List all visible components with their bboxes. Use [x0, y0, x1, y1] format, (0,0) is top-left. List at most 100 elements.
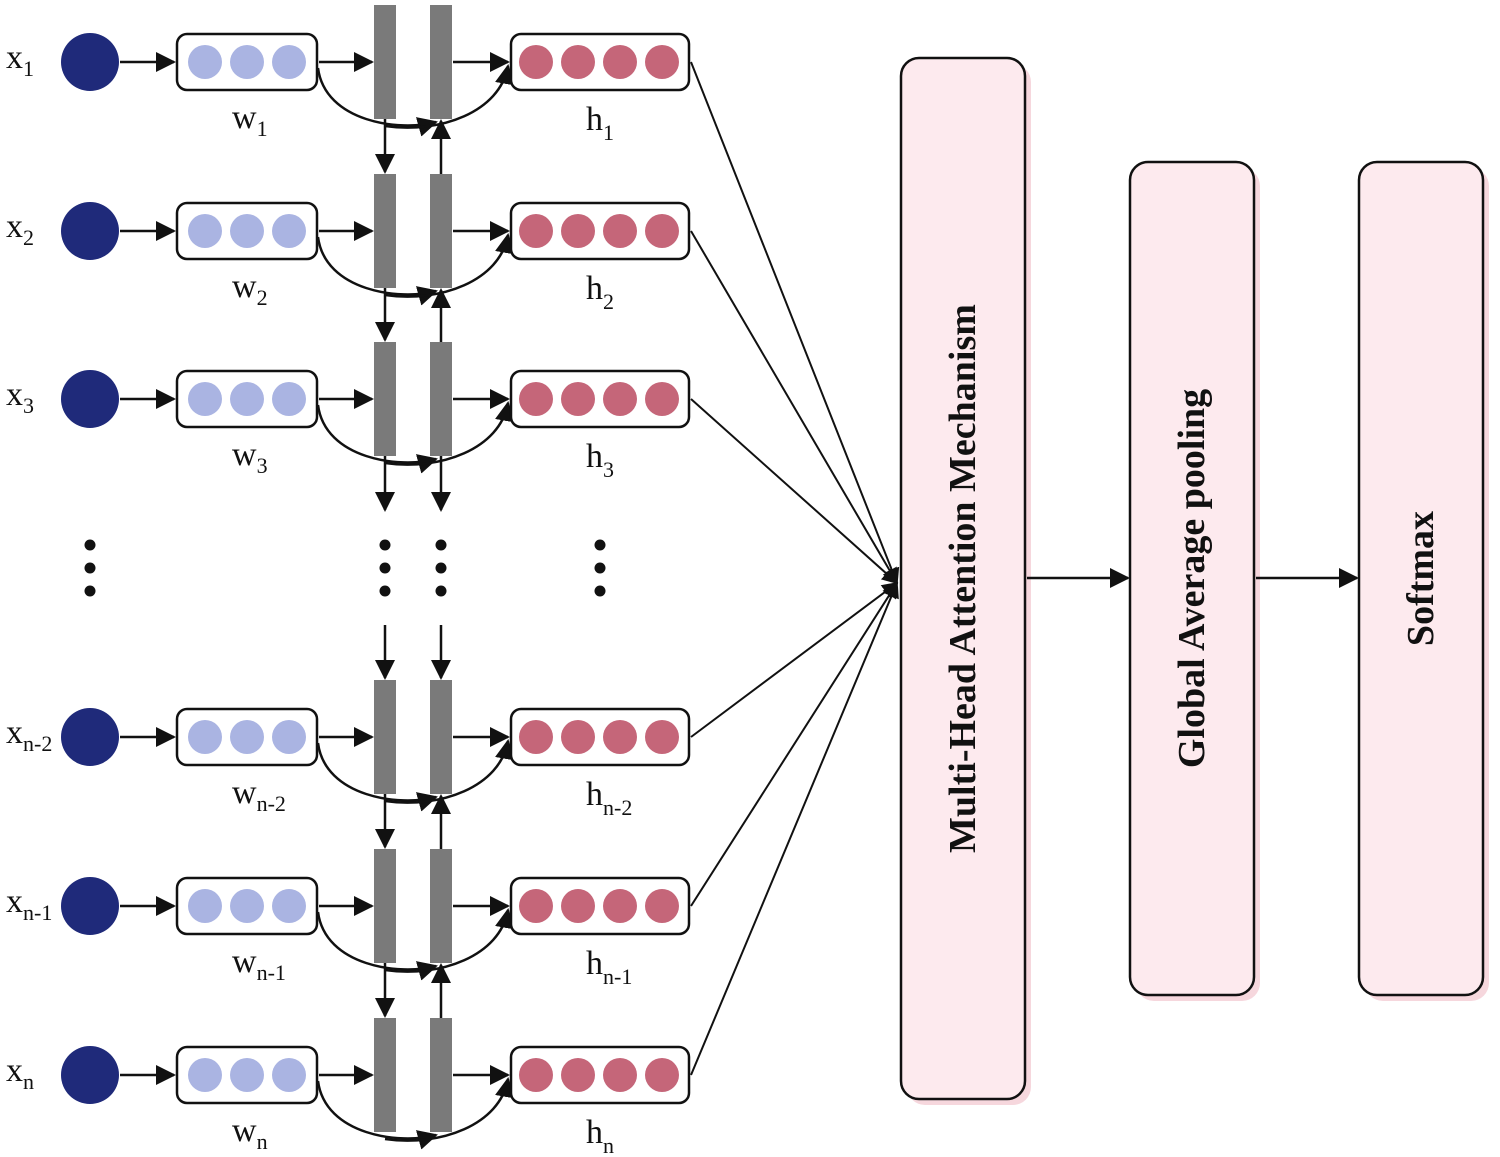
input-node: [61, 1046, 119, 1104]
ellipsis-dot: [594, 539, 606, 551]
embedding-label-base: w: [232, 99, 257, 136]
hidden-unit-4: [645, 45, 679, 79]
curve-embedding-to-backward-cell: [316, 404, 438, 474]
hidden-state-box-frame: [509, 369, 691, 429]
hidden-state-box-frame: [509, 201, 691, 261]
attention-block: Multi-Head Attention Mechanism: [899, 56, 1031, 1105]
embedding-box: [175, 369, 319, 429]
hidden-unit-3: [603, 889, 637, 923]
hidden-unit-4: [645, 1058, 679, 1092]
embedding-unit-2: [230, 214, 264, 248]
hidden-unit-3: [603, 1058, 637, 1092]
embedding-label: wn-1: [232, 943, 286, 985]
embedding-label-base: w: [232, 436, 257, 473]
forward-lstm-cell: [374, 1018, 396, 1132]
ellipsis-dot: [84, 562, 96, 574]
embedding-unit-3: [272, 720, 306, 754]
hidden-unit-2: [561, 889, 595, 923]
input-label: xn-1: [6, 883, 52, 925]
classifier-blocks: Multi-Head Attention Mechanism Global Ave…: [899, 56, 1489, 1105]
forward-lstm-cell: [374, 849, 396, 963]
curve-embedding-to-backward-cell: [316, 236, 438, 306]
input-label: xn: [6, 1052, 34, 1094]
hidden-unit-3: [603, 382, 637, 416]
embedding-unit-3: [272, 889, 306, 923]
embedding-label: w1: [232, 99, 268, 141]
embedding-unit-2: [230, 720, 264, 754]
curve-forward-cell-to-hidden: [384, 64, 515, 129]
hidden-label: h2: [586, 270, 614, 314]
hidden-label: hn-2: [586, 776, 632, 820]
input-label-sub: 1: [23, 56, 34, 81]
hidden-label-sub: n: [603, 1133, 614, 1157]
attention-block-label: Multi-Head Attention Mechanism: [942, 304, 984, 853]
softmax-block-label: Softmax: [1400, 511, 1442, 646]
hidden-unit-1: [519, 382, 553, 416]
embedding-box: [175, 876, 319, 936]
hidden-unit-1: [519, 889, 553, 923]
curve-embedding-to-backward-cell: [316, 911, 438, 981]
hidden-state-box: [509, 369, 691, 429]
forward-lstm-cell: [374, 5, 396, 119]
embedding-unit-2: [230, 45, 264, 79]
input-label: xn-2: [6, 714, 52, 756]
input-label-sub: n: [23, 1069, 34, 1094]
embedding-unit-1: [188, 45, 222, 79]
hidden-label: h3: [586, 438, 614, 482]
curve-forward-cell-to-hidden: [384, 908, 515, 973]
pooling-block-label: Global Average pooling: [1171, 389, 1213, 768]
hidden-label-base: h: [586, 101, 603, 138]
softmax-block-frame: [1357, 160, 1485, 997]
hidden-unit-2: [561, 45, 595, 79]
input-label-sub: 3: [23, 393, 34, 418]
embedding-label-sub: 2: [257, 285, 268, 310]
hidden-label-base: h: [586, 1114, 603, 1151]
ellipsis-dots: [84, 539, 606, 597]
embedding-label-base: w: [232, 943, 257, 980]
hidden-label-base: h: [586, 438, 603, 475]
input-label-base: x: [6, 376, 23, 413]
forward-lstm-cell: [374, 174, 396, 288]
hidden-label-base: h: [586, 776, 603, 813]
embedding-box: [175, 201, 319, 261]
hidden-unit-4: [645, 889, 679, 923]
arrow-hidden-to-attention: [690, 581, 898, 907]
ellipsis-dot: [379, 585, 391, 597]
input-label-sub: n-1: [23, 900, 52, 925]
embedding-label-sub: n-1: [257, 960, 286, 985]
hidden-label-base: h: [586, 945, 603, 982]
input-label: x3: [6, 376, 34, 418]
hidden-unit-4: [645, 382, 679, 416]
input-label: x1: [6, 39, 34, 81]
embedding-box: [175, 707, 319, 767]
input-label-base: x: [6, 883, 23, 920]
hidden-label-sub: 1: [603, 120, 614, 145]
curve-embedding-to-backward-cell: [316, 742, 438, 812]
hidden-state-box-frame: [509, 1045, 691, 1105]
ellipsis-dot: [435, 539, 447, 551]
hidden-state-box: [509, 32, 691, 92]
ellipsis-dot: [84, 539, 96, 551]
hidden-label: hn: [586, 1114, 614, 1157]
curve-forward-cell-to-hidden: [384, 233, 515, 298]
input-label-base: x: [6, 714, 23, 751]
backward-lstm-cell: [430, 174, 452, 288]
forward-lstm-cell: [374, 342, 396, 456]
hidden-unit-1: [519, 45, 553, 79]
backward-lstm-cell: [430, 1018, 452, 1132]
hidden-unit-2: [561, 1058, 595, 1092]
input-label-base: x: [6, 1052, 23, 1089]
embedding-unit-1: [188, 889, 222, 923]
hidden-unit-2: [561, 214, 595, 248]
input-node: [61, 370, 119, 428]
embedding-unit-3: [272, 1058, 306, 1092]
backward-lstm-cell: [430, 5, 452, 119]
embedding-label-base: w: [232, 774, 257, 811]
hidden-unit-2: [561, 382, 595, 416]
embedding-unit-2: [230, 382, 264, 416]
